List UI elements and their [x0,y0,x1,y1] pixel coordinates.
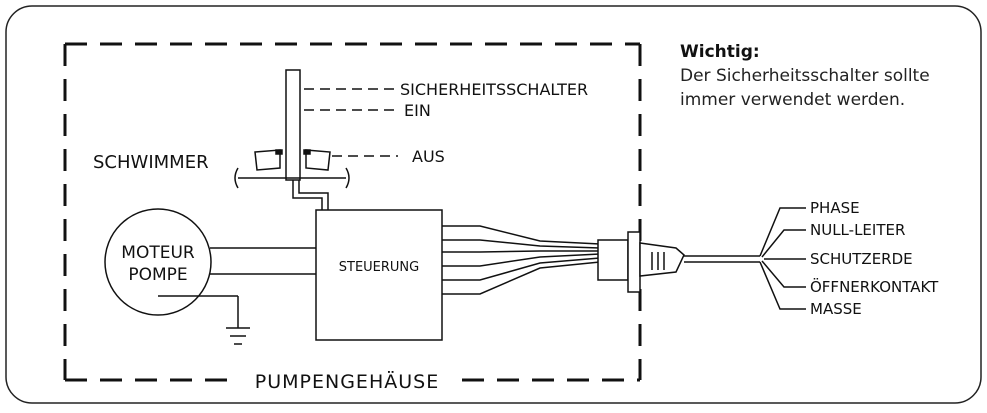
motor-pump [104,208,212,316]
wire-phase: PHASE [810,199,860,217]
note-line-2: immer verwendet werden. [680,90,906,110]
ground-symbol [158,295,250,345]
label-float: SCHWIMMER [93,152,209,173]
water-level-left [234,167,239,189]
label-on: EIN [404,101,431,120]
motor-label-2: POMPE [128,265,187,285]
outgoing-cable [684,255,760,263]
note-title: Wichtig: [680,42,760,62]
wire-neutral: NULL-LEITER [810,221,905,239]
note-line-1: Der Sicherheitsschalter sollte [680,66,930,86]
water-level-right [345,167,350,189]
housing-label: PUMPENGEHÄUSE [255,370,439,393]
pump-housing-boundary [63,42,642,382]
motor-label-1: MOTEUR [121,243,195,263]
switch-wire [292,180,323,210]
control-label: STEUERUNG [339,260,419,275]
cable-bundle [442,225,601,295]
wire-fanout [759,207,806,310]
important-note: Wichtig: Der Sicherheitsschalter sollte … [680,40,980,112]
float [254,149,331,171]
wire-nc-contact: ÖFFNERKONTAKT [810,277,939,296]
outer-frame [5,5,982,404]
safety-switch-rod [285,69,301,181]
label-safety-switch: SICHERHEITSSCHALTER [400,80,588,99]
leader-lines [304,88,398,157]
label-off: AUS [412,147,445,166]
control-box [315,209,443,341]
cable-gland [597,231,685,293]
wire-earth: SCHUTZERDE [810,250,913,268]
wire-ground: MASSE [810,300,862,318]
